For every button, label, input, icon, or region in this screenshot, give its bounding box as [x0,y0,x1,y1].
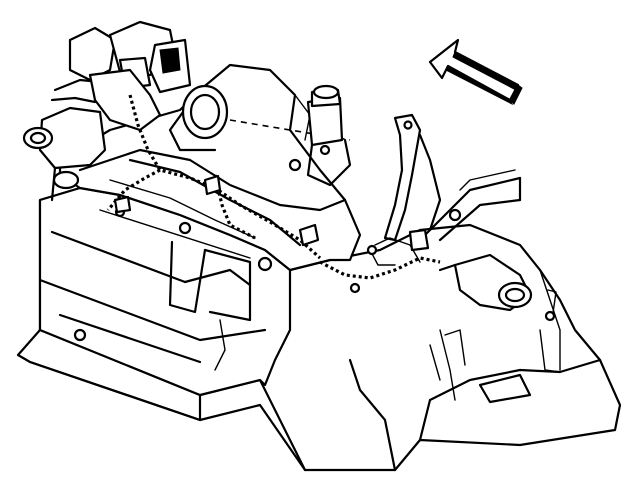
air-intake-assembly [50,20,192,132]
front-housing [22,106,107,202]
direction-arrow-icon [428,38,523,106]
coolant-outlet [438,253,533,312]
throttle-body [168,84,229,152]
upper-rail [423,169,522,242]
connectors [113,174,430,256]
wiring-harness [106,94,441,280]
oil-pan [38,186,292,397]
mounting-bracket [383,113,442,242]
egr-valve [306,84,352,187]
